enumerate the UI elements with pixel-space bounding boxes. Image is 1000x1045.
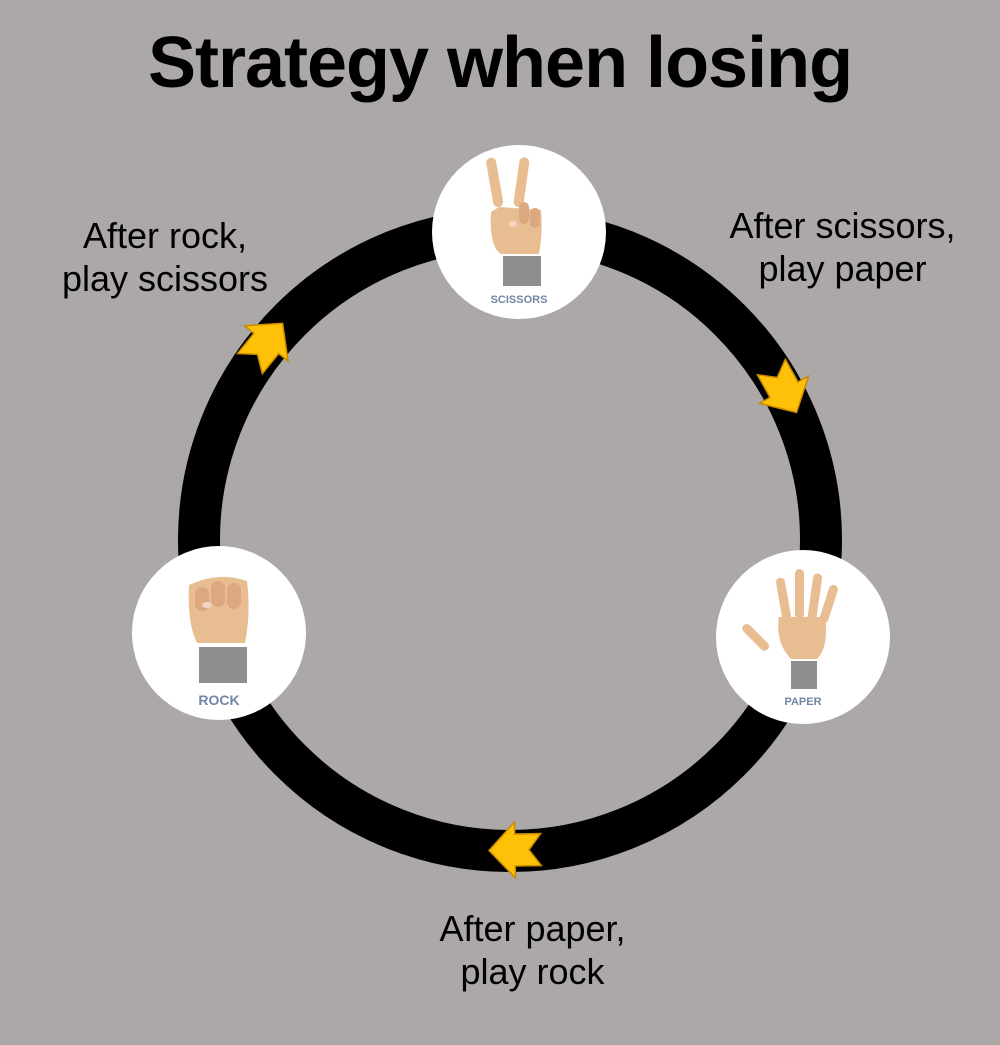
open-hand-icon [742,569,838,689]
transition-label-rock: After rock, play scissors [40,214,290,300]
cycle-ring [178,208,842,872]
scissors-node: SCISSORS [432,145,606,319]
paper-node: PAPER [716,550,890,724]
transition-label-scissors: After scissors, play paper [700,204,985,290]
transition-scissors-line2: play paper [758,248,927,289]
rock-label: ROCK [198,692,239,708]
fist-icon [188,576,249,683]
page-title: Strategy when losing [147,23,853,103]
transition-label-paper: After paper, play rock [400,907,665,993]
peace-hand-icon [486,157,542,286]
scissors-label: SCISSORS [491,294,548,306]
transition-rock-line1: After rock, [82,215,248,256]
transition-scissors-line1: After scissors, [729,205,956,246]
rock-node: ROCK [132,546,306,720]
transition-paper-line2: play rock [460,951,605,992]
transition-rock-line2: play scissors [61,258,269,299]
transition-paper-line1: After paper, [439,908,626,949]
paper-label: PAPER [784,696,821,708]
